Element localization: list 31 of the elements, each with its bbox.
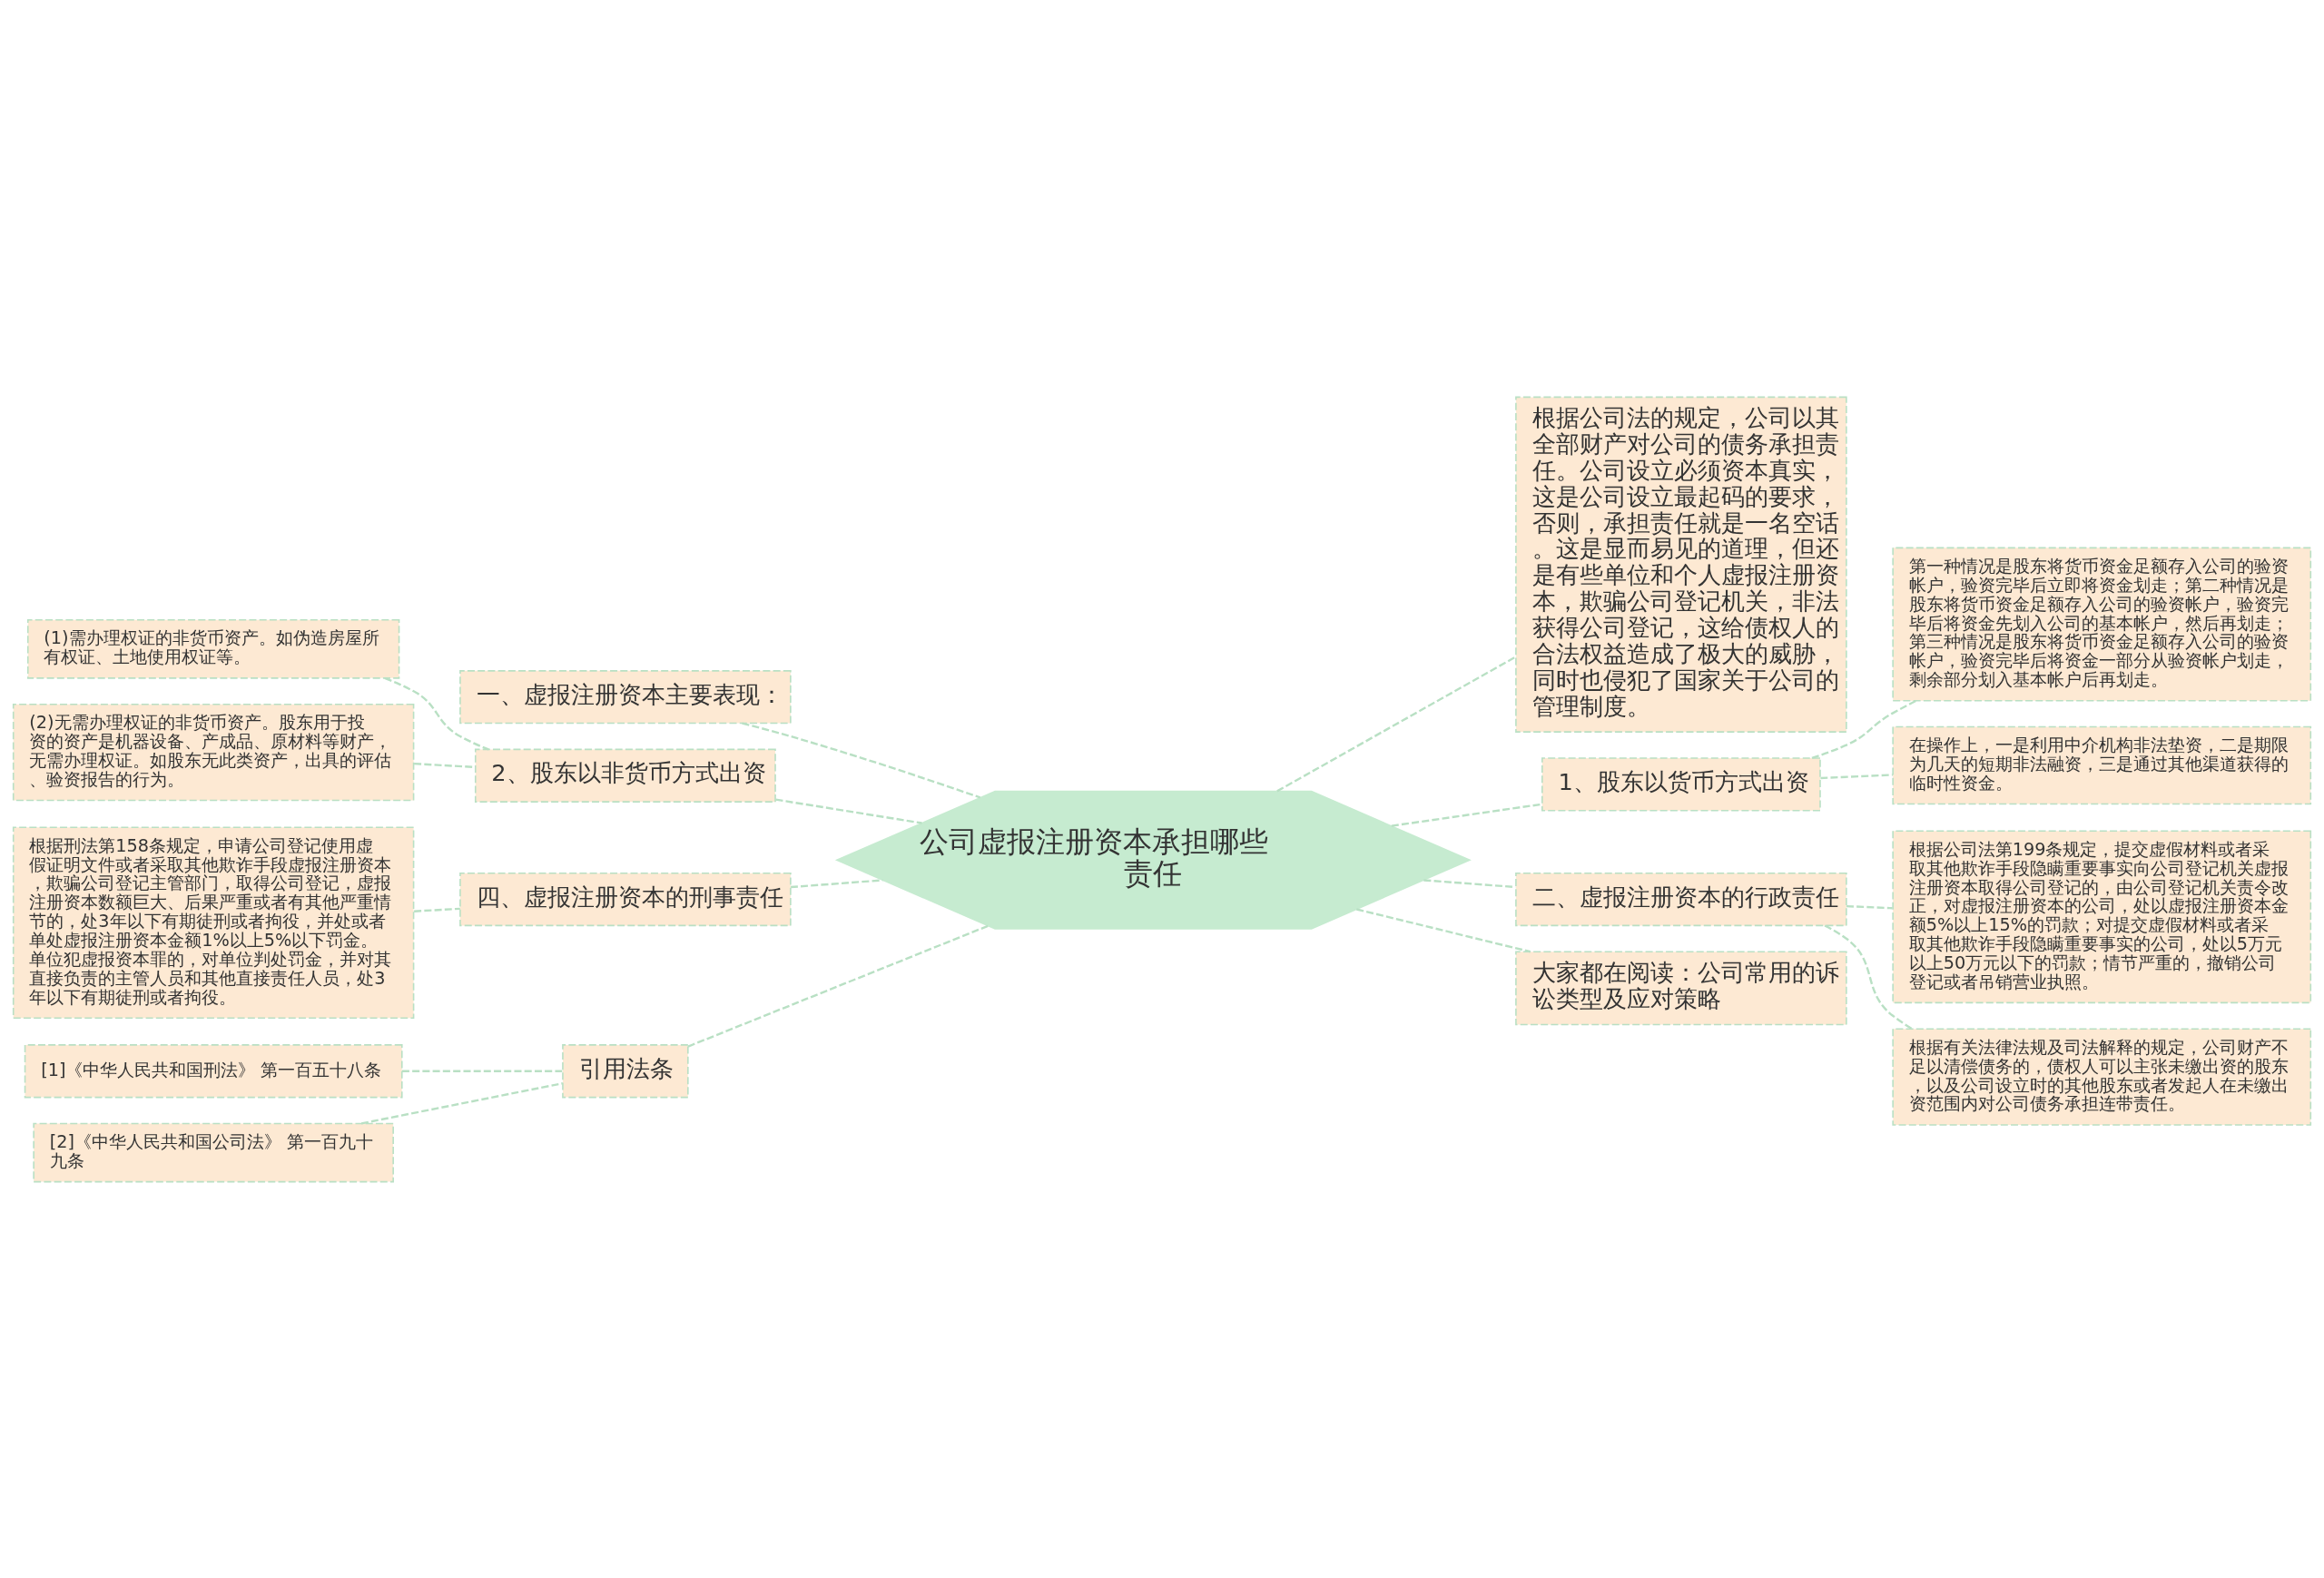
node-box: (1)需办理权证的非货币资产。如伪造房屋所有权证、土地使用权证等。 [26,618,400,679]
node-box: 一、虚报注册资本主要表现： [459,669,792,724]
connector [1391,803,1542,827]
node-box: 在操作上，一是利用中介机构非法垫资，二是期限为几天的短期非法融资，三是通过其他渠道获得的临时性资金。 [1892,725,2312,804]
node-box: 四、虚报注册资本的刑事责任 [459,872,792,926]
node-box: (2)无需办理权证的非货币资产。股东用于投资的资产是机器设备、产成品、原材料等财产，无需办理权证。如股东无此类资产，出具的评估、验资报告的行为。 [12,703,415,801]
node-box: 根据有关法律法规及司法解释的规定，公司财产不足以清偿债务的，债权人可以主张未缴出资的股东，以及公司设立时的其他股东或者发起人在未缴出资范围内对公司债务承担连带责任。 [1892,1027,2312,1126]
node-box: [1]《中华人民共和国刑法》 第一百五十八条 [24,1043,403,1098]
connector [1846,904,1893,909]
node-box: 引用法条 [562,1043,689,1098]
node-box: 大家都在阅读：公司常用的诉讼类型及应对策略 [1515,950,1847,1025]
connector [414,907,460,912]
connector [775,798,922,824]
node-box: 1、股东以货币方式出资 [1541,756,1821,812]
node-box: [2]《中华人民共和国公司法》 第一百九十九条 [33,1122,394,1182]
connector [742,721,981,799]
node-box: 根据公司法第199条规定，提交虚假材料或者采取其他欺诈手段隐瞒重要事实向公司登记机关虚报注册资本取得公司登记的，由公司登记机关责令改正，对虚报注册资本的公司，处以虚报注册资本金额5%以上15%的罚款；对提交虚假材料或者采取其他欺诈手段隐瞒重要事实的公司，处以5万元以上50万元以下的罚款；情节严重的，撤销公司登记或者吊销营业执照。 [1892,829,2312,1003]
node-box: 2、股东以非货币方式出资 [474,748,776,803]
node-box: 二、虚报注册资本的行政责任 [1515,872,1847,926]
connector [401,1070,563,1072]
connector [687,924,989,1048]
connector [1356,907,1531,952]
node-box: 根据刑法第158条规定，申请公司登记使用虚假证明文件或者采取其他欺诈手段虚报注册资本，欺骗公司登记主管部门，取得公司登记，虚报注册资本数额巨大、后果严重或者有其他严重情节的，处3年以下有期徒刑或者拘役，并处或者单处虚报注册资本金额1%以上5%以下罚金。单位犯虚报资本罪的，对单位判处罚金，并对其直接负责的主管人员和其他直接责任人员，处3年以下有期徒刑或者拘役。 [12,825,415,1019]
connector [360,1081,563,1125]
node-box: 第一种情况是股东将货币资金足额存入公司的验资帐户，验资完毕后立即将资金划走；第二种情况是股东将货币资金足额存入公司的验资帐户，验资完毕后将资金先划入公司的基本帐户，然后再划走；第三种情况是股东将货币资金足额存入公司的验资帐户，验资完毕后将资金一部分从验资帐户划走，剩余部分划入基本帐户后再划走。 [1892,547,2312,701]
connector [1824,923,1913,1030]
node-box: 根据公司法的规定，公司以其全部财产对公司的债务承担责任。公司设立必须资本真实，这是公司设立最起码的要求，否则，承担责任就是一名空话。这是显而易见的道理，但还是有些单位和个人虚报注册资本，欺骗公司登记机关，非法获得公司登记，这给债权人的合法权益造成了极大的威胁，同时也侵犯了国家关于公司的管理制度。 [1515,396,1847,733]
connector [384,676,489,750]
connector [1811,699,1917,759]
connector [1276,655,1517,792]
connector [1820,773,1893,779]
